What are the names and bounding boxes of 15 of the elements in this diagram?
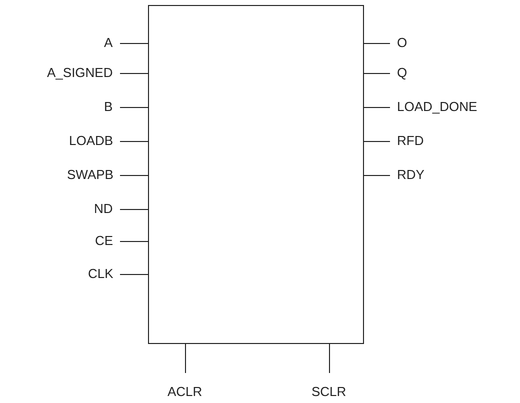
pin-label: RFD	[397, 133, 424, 148]
pin-label: ND	[94, 201, 113, 216]
pin-label: LOADB	[69, 133, 114, 148]
pin-label: ACLR	[168, 384, 202, 399]
pin-label: Q	[397, 65, 408, 80]
pin-label: SCLR	[312, 384, 346, 399]
pin-label: RDY	[397, 167, 424, 182]
pin-label: SWAPB	[67, 167, 114, 182]
pin-label: CE	[95, 233, 114, 248]
pin-label: A_SIGNED	[47, 65, 113, 80]
pin-label: CLK	[88, 266, 114, 281]
pin-label: LOAD_DONE	[397, 99, 478, 114]
pin-label: A	[104, 35, 113, 50]
pin-label: B	[104, 99, 113, 114]
pin-label: O	[397, 35, 408, 50]
